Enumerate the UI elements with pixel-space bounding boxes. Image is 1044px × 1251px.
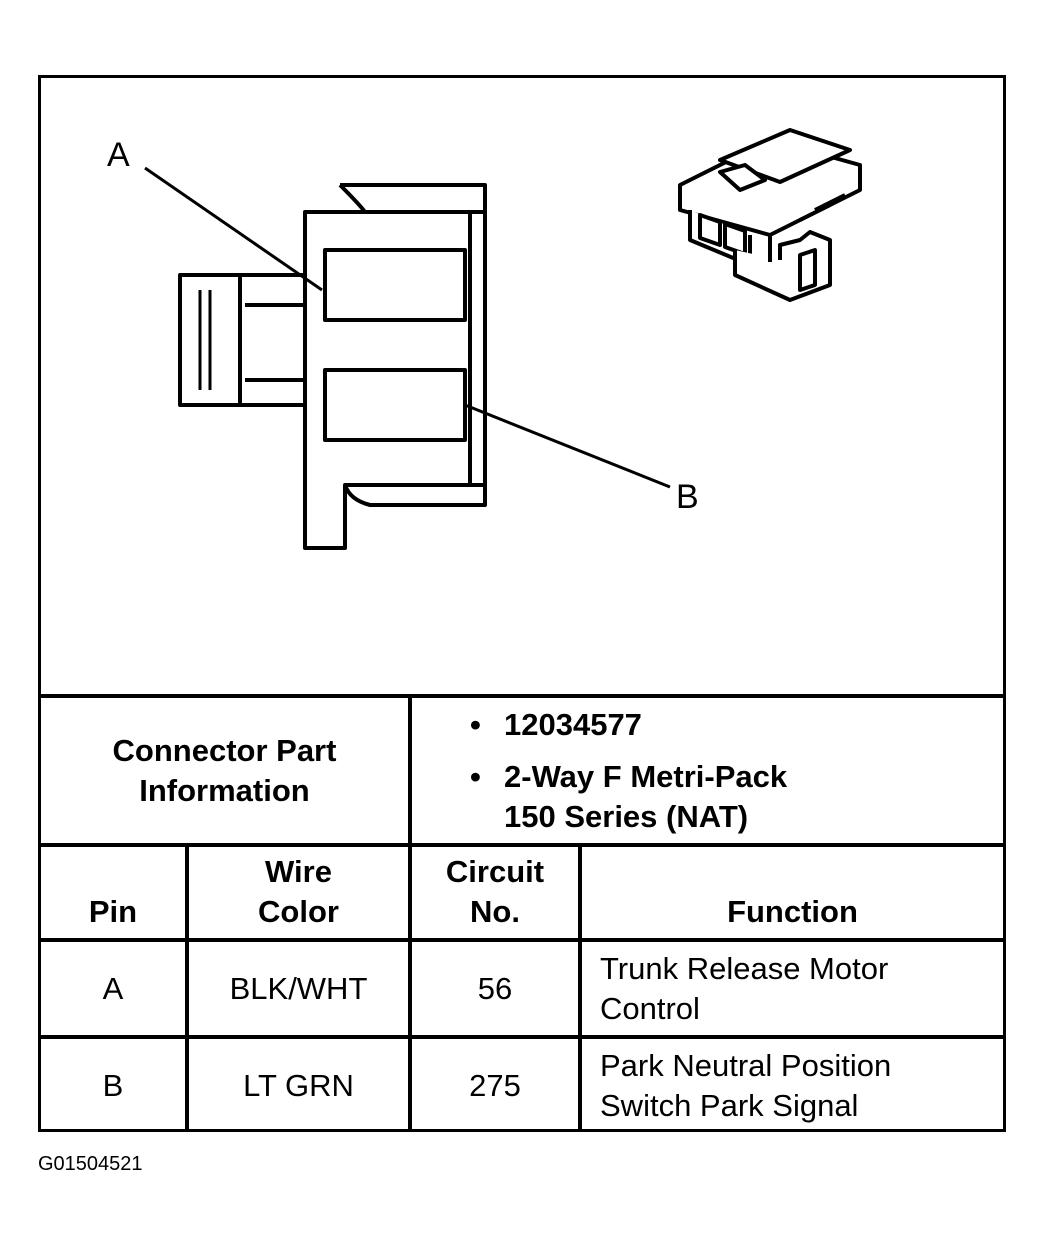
cavity-a xyxy=(323,248,467,322)
table-divider xyxy=(185,843,189,1132)
table-divider xyxy=(38,694,1006,698)
table-divider xyxy=(408,694,412,1132)
table-row-a-circuit: 56 xyxy=(477,970,513,1006)
lock-tab xyxy=(178,273,305,407)
connector-body xyxy=(303,210,487,550)
table-row-b-function: Park Neutral Position Switch Park Signal xyxy=(600,1047,892,1123)
table-row-a-wire-color: BLK/WHT xyxy=(229,970,368,1006)
connector-part-label: Connector Part Information xyxy=(41,698,408,843)
leader-line-b xyxy=(464,403,671,489)
part-number: 12034577 xyxy=(504,707,642,742)
diagram-frame xyxy=(38,75,1006,1132)
connector-part-label-line1: Connector Part xyxy=(112,732,337,768)
connector-diagram xyxy=(144,128,862,550)
callout-b: B xyxy=(676,478,699,516)
connector-3d-view xyxy=(678,128,862,302)
header-circuit-no: Circuit No. xyxy=(445,854,545,929)
table-divider xyxy=(38,1035,1006,1039)
table-divider xyxy=(578,843,582,1132)
connector-part-label-line2: Information xyxy=(139,772,310,808)
table-row-a-function: Trunk Release Motor Control xyxy=(600,950,889,1026)
table-row-a-pin: A xyxy=(102,970,124,1006)
connector-series: 150 Series (NAT) xyxy=(504,799,749,834)
callout-a: A xyxy=(107,136,130,174)
header-pin: Pin xyxy=(88,894,138,929)
leader-line-a xyxy=(144,166,323,292)
cavity-b xyxy=(323,368,467,442)
header-wire-color: Wire Color xyxy=(258,854,339,929)
table-divider xyxy=(38,843,1006,847)
connector-part-values: • 12034577 • 2-Way F Metri-Pack 150 Seri… xyxy=(470,705,787,837)
table-divider xyxy=(38,938,1006,942)
table-row-b-circuit: 275 xyxy=(469,1067,521,1103)
connector-bottom-latch xyxy=(343,484,487,507)
table-row-b-pin: B xyxy=(102,1067,124,1103)
figure-id: G01504521 xyxy=(38,1153,143,1175)
header-function: Function xyxy=(727,894,858,929)
connector-type: 2-Way F Metri-Pack xyxy=(504,759,788,794)
connector-top-latch xyxy=(338,183,487,214)
list-item: • 12034577 xyxy=(470,705,787,745)
table-row-b-wire-color: LT GRN xyxy=(243,1067,354,1103)
list-item: • 2-Way F Metri-Pack 150 Series (NAT) xyxy=(470,757,787,837)
